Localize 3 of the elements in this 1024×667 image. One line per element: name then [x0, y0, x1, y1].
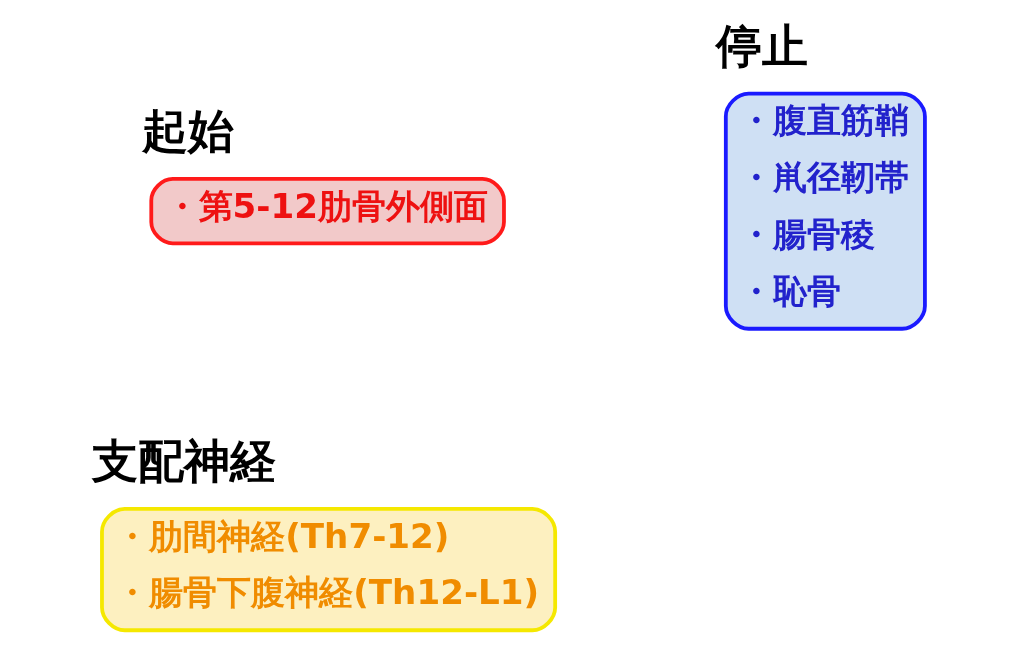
node-label: 支配神経 — [91, 435, 276, 489]
node-label: 停止 — [715, 19, 808, 73]
node-label: 起始 — [141, 105, 234, 159]
